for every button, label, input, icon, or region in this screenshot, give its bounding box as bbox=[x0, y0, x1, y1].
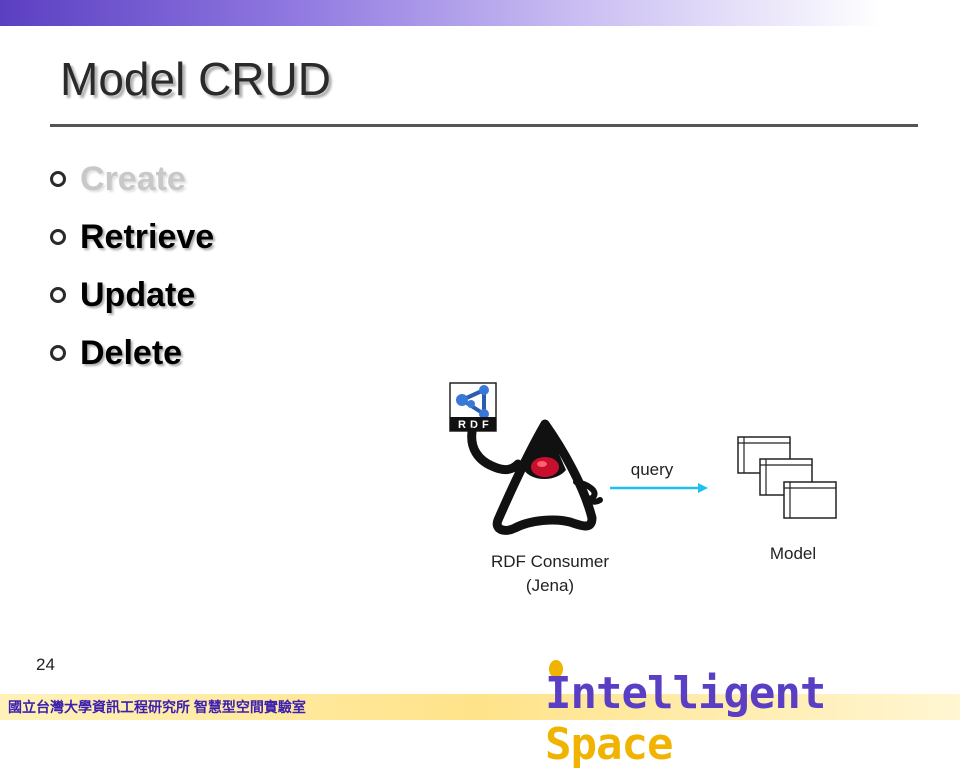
circle-bullet-icon bbox=[50, 287, 66, 303]
circle-bullet-icon bbox=[50, 345, 66, 361]
logo-word-space: Space bbox=[545, 719, 673, 770]
model-windows-icon bbox=[737, 436, 837, 519]
bullet-label: Update bbox=[80, 275, 196, 314]
rdf-letter: R bbox=[458, 419, 466, 431]
page-number: 24 bbox=[36, 655, 55, 674]
query-label: query bbox=[630, 460, 674, 479]
bullet-item-retrieve: Retrieve bbox=[50, 208, 214, 266]
consumer-label-line2: (Jena) bbox=[525, 576, 575, 595]
consumer-label-line1: RDF Consumer bbox=[490, 552, 610, 571]
bullet-item-delete: Delete bbox=[50, 324, 214, 382]
bullet-label: Retrieve bbox=[80, 217, 215, 256]
bullet-item-create: Create bbox=[50, 150, 214, 208]
bullet-label: Delete bbox=[80, 333, 183, 372]
rdf-letter: D bbox=[470, 419, 478, 431]
model-label: Model bbox=[769, 544, 817, 563]
rdf-logo-icon: R D F bbox=[449, 382, 497, 432]
logo-dot-icon bbox=[549, 660, 563, 678]
rdf-query-diagram: R D F bbox=[449, 382, 837, 535]
logo-word-intelligent: Intelligent bbox=[545, 668, 826, 719]
bullet-item-update: Update bbox=[50, 266, 214, 324]
title-divider bbox=[50, 124, 918, 127]
footer-org-text: 國立台灣大學資訊工程研究所 智慧型空間實驗室 bbox=[8, 699, 306, 715]
intelligent-space-logo: Intelligent Space bbox=[545, 668, 960, 770]
rdf-letter: F bbox=[482, 419, 489, 431]
query-arrow bbox=[610, 483, 708, 493]
top-gradient-bar bbox=[0, 0, 960, 26]
footer-band bbox=[0, 694, 960, 720]
bullet-list: Create Retrieve Update Delete bbox=[50, 150, 214, 382]
slide-title: Model CRUD bbox=[60, 53, 331, 105]
circle-bullet-icon bbox=[50, 171, 66, 187]
circle-bullet-icon bbox=[50, 229, 66, 245]
duke-mascot-icon bbox=[467, 419, 603, 535]
bullet-label: Create bbox=[80, 159, 186, 198]
